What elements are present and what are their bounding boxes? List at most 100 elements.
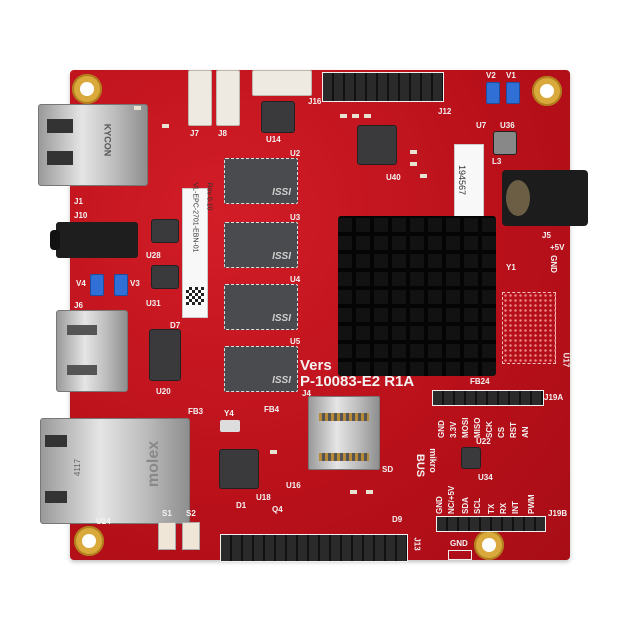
jumper-v3[interactable] [114,274,128,296]
smd-capacitor [410,150,417,154]
label-v4: V4 [76,279,86,288]
label-u16: U16 [286,481,301,490]
connector-j16[interactable] [252,70,312,96]
chip-u40 [358,126,396,164]
smd-capacitor [364,114,371,118]
mounting-hole-bottom-right [474,530,504,560]
usb-connector[interactable]: KYCON [38,104,148,186]
label-d9: D9 [392,515,403,524]
power-jack[interactable] [502,170,588,226]
label-u2: U2 [290,149,301,158]
label-l3: L3 [492,157,502,166]
label-gnd-right: GND [548,255,558,273]
label-j13: J13 [412,537,422,551]
mounting-hole-bottom-left [74,526,104,556]
smd-capacitor [162,124,169,128]
jumper-v4[interactable] [90,274,104,296]
smd-capacitor [420,174,427,178]
label-d1: D1 [236,501,247,510]
label-j12: J12 [438,107,452,116]
chip-u22 [462,448,480,468]
inductor-l3 [494,132,516,154]
power-polarity-label: +5V [550,243,565,252]
sticker-line-2: Rev 0.10 [205,182,213,211]
label-sd: SD [382,465,394,474]
mikrobus-header-bottom[interactable] [436,516,546,532]
audio-jack[interactable] [50,222,138,258]
smd-capacitor [352,114,359,118]
label-u17: U17 [561,352,571,368]
label-y1: Y1 [506,263,516,272]
label-u20: U20 [156,387,171,396]
ram-chip-u4: ISSI [224,284,298,330]
label-u34: U34 [478,473,493,482]
mikrobus-header-top[interactable] [432,390,544,406]
product-label-sticker: VL-EPC-2701-EBN-01 Rev 0.10 [182,183,213,318]
hdmi-designator: J6 [74,301,83,310]
mounting-hole-top-left [72,74,102,104]
mikrobus-top-pin-labels: GND 3.3V MOSI MISO SCK CS RST AN [437,417,530,438]
chip-u31 [152,266,178,288]
label-q4: Q4 [272,505,283,514]
hdmi-connector[interactable] [56,310,128,392]
header-j12[interactable] [322,72,444,102]
label-u24: U24 [96,517,111,526]
sticker-line-1: VL-EPC-2701-EBN-01 [191,182,199,253]
label-u14: U14 [266,135,281,144]
board-part-number: P-10083-E2 R1A [300,373,415,390]
label-u28: U28 [146,251,161,260]
label-fb4: FB4 [264,405,280,414]
label-u5: U5 [290,337,301,346]
label-gnd-bottom: GND [450,539,468,548]
label-u31: U31 [146,299,161,308]
mounting-hole-top-right [532,76,562,106]
jumper-v1[interactable] [506,82,520,104]
label-u4: U4 [290,275,301,284]
label-fb24: FB24 [470,377,490,386]
label-j19a: J19A [544,393,564,402]
ram-chip-u2: ISSI [224,158,298,204]
mikrobus-logo-line2: BUS [414,453,427,478]
footprint-u17 [502,292,556,364]
ethernet-brand: molex [145,440,163,488]
circuit-board: KYCON J1 J10 V4 V3 J6 4117 molex U24 J7 … [38,70,588,562]
label-u18: U18 [256,493,271,502]
ram-chip-u3: ISSI [224,222,298,268]
label-v3: V3 [130,279,140,288]
smd-capacitor [270,450,277,454]
label-j16: J16 [308,97,322,106]
ethernet-code: 4117 [73,458,83,477]
header-j13[interactable] [220,534,408,562]
crystal-y4 [220,420,240,432]
chip-u20 [150,330,180,380]
usb-designator: J1 [74,197,83,206]
label-fb3: FB3 [188,407,204,416]
chip-u14 [262,102,294,132]
chip-u18 [220,450,258,488]
connector-j8[interactable] [216,70,240,126]
mikrobus-logo-line1: mikro [427,448,438,473]
ethernet-connector[interactable]: 4117 molex [40,418,190,524]
chip-u28 [152,220,178,242]
label-y4: Y4 [224,409,234,418]
jumper-v2[interactable] [486,82,500,104]
sd-card-slot[interactable] [308,396,380,470]
mikrobus-logo: mikro BUS [414,416,438,486]
label-v1: V1 [506,71,516,80]
smd-capacitor [134,106,141,110]
switch-s2[interactable] [182,522,200,550]
label-j7: J7 [190,129,199,138]
label-v2: V2 [486,71,496,80]
smd-capacitor [366,490,373,494]
gnd-test-point[interactable] [448,550,472,560]
label-j19b: J19B [548,509,568,518]
mikrobus-bottom-pin-labels: GND NC/+5V SDA SCL TX RX INT PWM [435,485,536,514]
label-j8: J8 [218,129,227,138]
switch-s1[interactable] [158,522,176,550]
label-u22: U22 [476,437,491,446]
barcode-sticker: 194567 [454,144,484,226]
connector-j7[interactable] [188,70,212,126]
label-u36: U36 [500,121,515,130]
label-u7: U7 [476,121,487,130]
smd-capacitor [410,162,417,166]
